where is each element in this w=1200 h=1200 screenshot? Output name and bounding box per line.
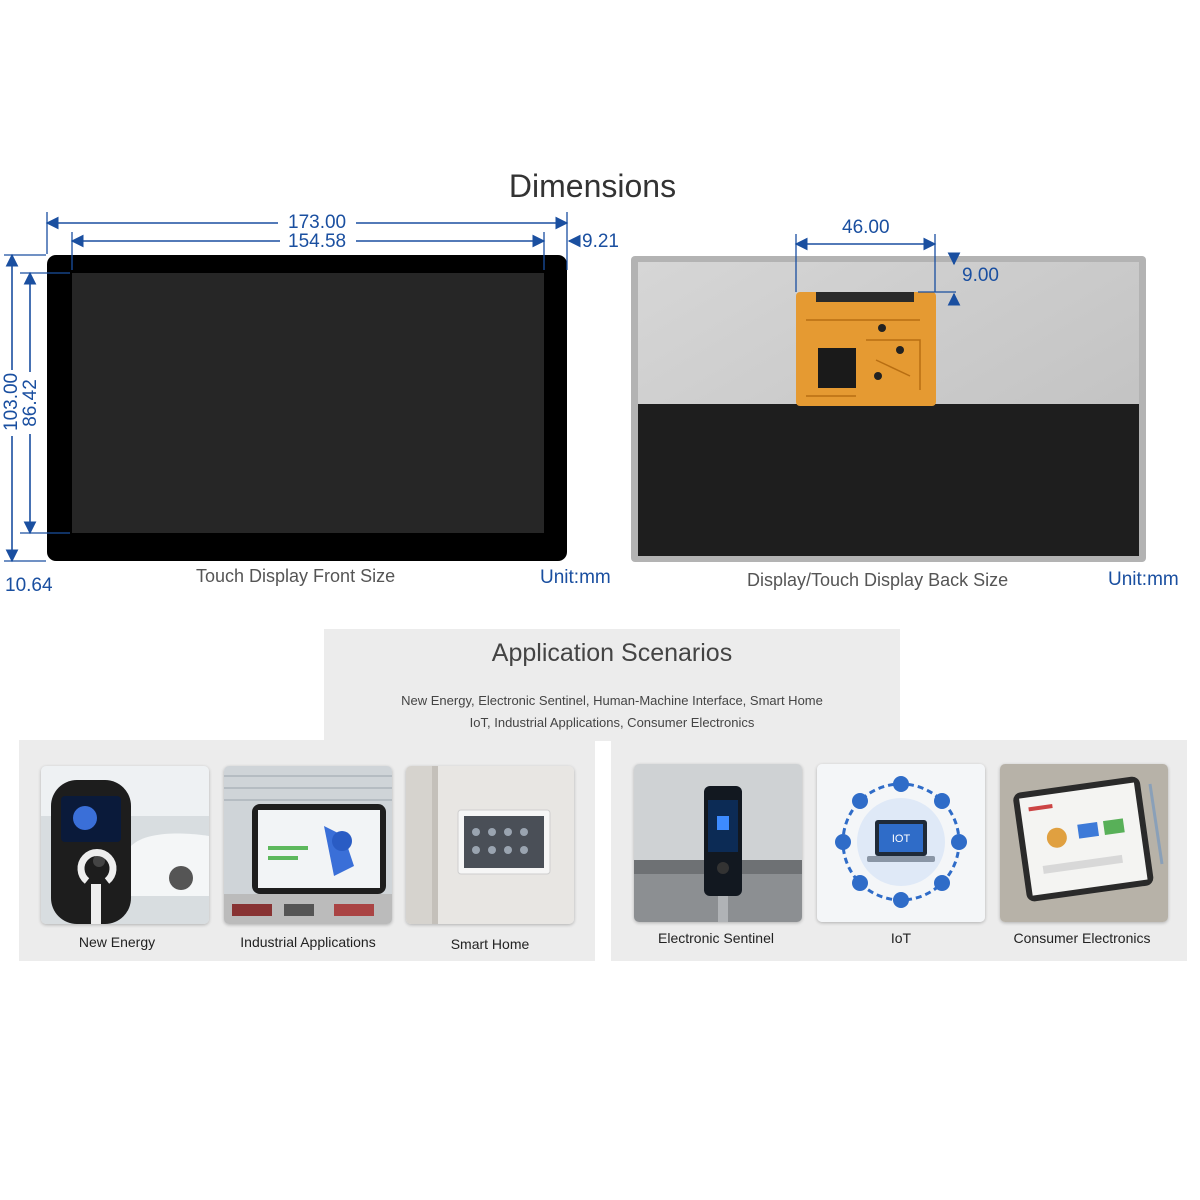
new-energy-label: New Energy: [78, 934, 156, 950]
scenarios-subtitle-line2: IoT, Industrial Applications, Consumer E…: [469, 715, 755, 730]
front-offset-right-label: 9.21: [582, 231, 619, 252]
back-black-tape: [638, 404, 1139, 556]
scenarios-panel-right: Electronic Sentinel IOT IoT: [611, 740, 1187, 961]
smart-home-label: Smart Home: [450, 936, 530, 952]
front-height-outer-label: 103.00: [1, 372, 22, 431]
front-offset-bottom-label: 10.64: [5, 575, 53, 596]
fpc-connector: [816, 292, 914, 302]
iot-card: IOT: [817, 764, 985, 922]
fpc-chip: [818, 348, 856, 388]
iot-label: IoT: [890, 930, 912, 946]
industrial-label: Industrial Applications: [240, 934, 376, 950]
iot-screen-text: IOT: [892, 833, 911, 845]
back-caption: Display/Touch Display Back Size: [747, 570, 1009, 590]
back-connector-offset-label: 9.00: [962, 265, 999, 286]
scenarios-panel-left: New Energy Industrial Applications: [19, 740, 595, 961]
consumer-electronics-card: [1000, 764, 1168, 922]
smart-home-card: [406, 766, 574, 924]
scenarios-subtitle-line1: New Energy, Electronic Sentinel, Human-M…: [401, 693, 823, 708]
electronic-sentinel-label: Electronic Sentinel: [658, 930, 774, 946]
smart-home-image: [406, 766, 574, 924]
dimensions-title: Dimensions: [508, 168, 677, 204]
front-screen: [72, 273, 544, 533]
back-unit: Unit:mm: [1108, 569, 1179, 590]
consumer-electronics-label: Consumer Electronics: [1013, 930, 1151, 946]
scenarios-title: Application Scenarios: [491, 639, 733, 667]
electronic-sentinel-card: [634, 764, 802, 922]
back-connector-width-label: 46.00: [842, 217, 890, 238]
consumer-electronics-image: [1000, 764, 1168, 922]
electronic-sentinel-image: [634, 764, 802, 922]
new-energy-card: [41, 766, 209, 924]
iot-image: IOT: [817, 764, 985, 922]
front-display-drawing: [4, 212, 581, 563]
new-energy-image: [41, 766, 209, 924]
front-width-active-label: 154.58: [288, 231, 347, 252]
industrial-card: [224, 766, 392, 924]
front-height-active-label: 86.42: [20, 379, 41, 427]
front-unit: Unit:mm: [540, 567, 611, 588]
industrial-image: [224, 766, 392, 924]
front-width-outer-label: 173.00: [288, 212, 347, 233]
scenarios-header: Application Scenarios New Energy, Electr…: [324, 629, 900, 741]
fpc-board: [796, 292, 936, 406]
back-display-drawing: [631, 234, 1146, 562]
front-caption: Touch Display Front Size: [196, 566, 396, 586]
